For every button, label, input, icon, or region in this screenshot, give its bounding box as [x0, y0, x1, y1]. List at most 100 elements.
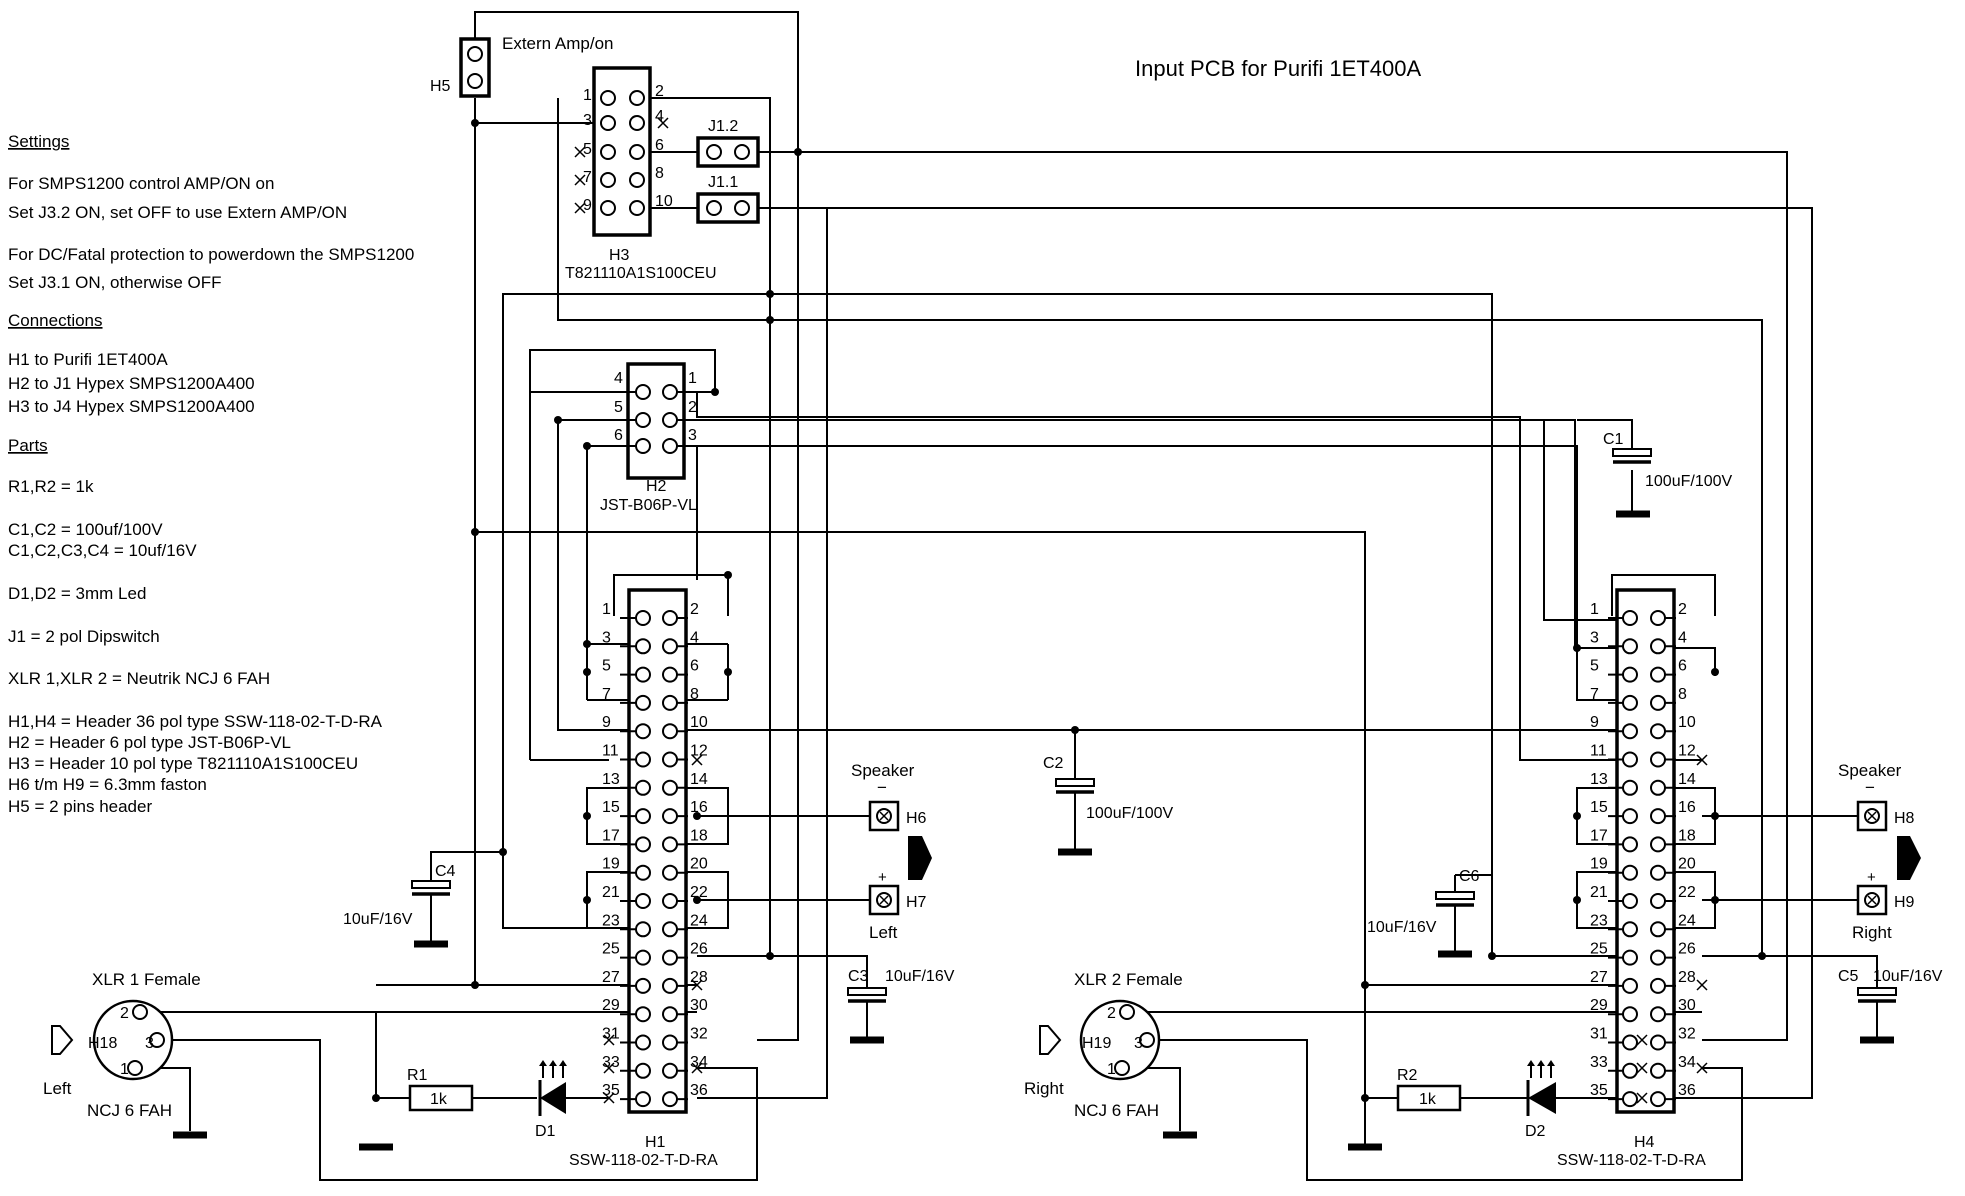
h1-pin [635, 808, 651, 825]
no-connect-mark [1696, 979, 1708, 991]
h3-pin [600, 90, 616, 106]
h1-pin-label: 10 [690, 714, 708, 731]
c6-plate-top [1435, 891, 1475, 900]
h4-pin-label: 21 [1590, 884, 1608, 901]
r2-value: 1k [1419, 1091, 1437, 1108]
j1-1-pin [706, 200, 722, 216]
c4-plate-top [411, 880, 451, 889]
settings-heading: Settings [8, 132, 69, 151]
xlr2-input: Right [1024, 1079, 1064, 1098]
junction [766, 290, 774, 298]
h1-pin-label: 34 [690, 1054, 708, 1071]
wire-h3-frame [640, 97, 771, 294]
xlr2-pin [1139, 1032, 1155, 1048]
no-connect-mark [574, 146, 586, 158]
h3-pin-label: 1 [583, 87, 592, 104]
xlr1-connector: 2 3 1 H18 XLR 1 Female NCJ 6 FAH Left [43, 970, 201, 1120]
h3-pin [600, 172, 616, 188]
no-connect-mark [1636, 1062, 1648, 1074]
h1-pin [662, 893, 678, 909]
wire-h2-5-to-h1-10 [557, 420, 609, 731]
c3-value: 10uF/16V [885, 968, 955, 985]
d1-light-rays [542, 1064, 564, 1078]
h1-pin [662, 723, 678, 740]
h4-pin-label: 1 [1590, 601, 1599, 618]
h1-pin [662, 921, 678, 938]
h8-body [1856, 800, 1888, 832]
h1-pin-label: 27 [602, 969, 620, 986]
capacitor-c5: C5 10uF/16V [1838, 968, 1943, 1044]
notes-block: Settings For SMPS1200 control AMP/ON on … [8, 132, 414, 816]
resistor-r2: 1k R2 [1396, 1067, 1462, 1112]
h1-pin [662, 977, 678, 994]
h4-pin [1650, 666, 1666, 683]
c5-ref: C5 [1838, 968, 1859, 985]
h4-pin-label: 17 [1590, 827, 1608, 844]
d2-triangle [1528, 1082, 1556, 1114]
h1-pin [635, 949, 651, 966]
h4-pin-label: 28 [1678, 969, 1696, 986]
no-connect-mark [603, 1062, 615, 1074]
xlr1-type: NCJ 6 FAH [87, 1101, 172, 1120]
junction [1488, 952, 1496, 960]
h4-pin-label: 30 [1678, 997, 1696, 1014]
xlr1-body [92, 999, 174, 1081]
h4-pin [1622, 723, 1638, 740]
h1-pin [662, 1091, 678, 1108]
xlr1-pin-label: 2 [120, 1005, 129, 1022]
junction [499, 848, 507, 856]
parts-line: H3 = Header 10 pol type T821110A1S100CEU [8, 754, 358, 773]
h5-pin [467, 73, 483, 89]
h2-pin [662, 384, 678, 400]
h1-pin-label: 7 [602, 686, 611, 703]
capacitor-c6: C6 10uF/16V [1367, 868, 1480, 958]
junction [724, 571, 732, 579]
h4-pin-label: 13 [1590, 771, 1608, 788]
h4-pin [1622, 808, 1638, 825]
h4-pin-label: 2 [1678, 601, 1687, 618]
no-connect-mark [691, 754, 703, 766]
c5-plate-top [1857, 987, 1897, 996]
h1-pin [635, 836, 651, 853]
r1-value: 1k [430, 1091, 448, 1108]
h1-pin-label: 20 [690, 856, 708, 873]
xlr1-ref: H18 [88, 1035, 117, 1052]
xlr1-pin [127, 1060, 143, 1076]
junction [583, 668, 591, 676]
h4-pin-label: 19 [1590, 856, 1608, 873]
h3-pin [629, 200, 645, 216]
d2-light-arrows [1527, 1060, 1555, 1066]
capacitor-c4: C4 10uF/16V [343, 851, 456, 948]
h4-pin [1622, 1062, 1638, 1079]
h4-pin [1650, 893, 1666, 909]
parts-line: C1,C2,C3,C4 = 10uf/16V [8, 541, 197, 560]
h4-pin [1622, 864, 1638, 881]
h4-pin [1622, 779, 1638, 796]
h6-name: Speaker [851, 761, 915, 780]
no-connect-mark [574, 202, 586, 214]
h1-pin-label: 11 [602, 743, 619, 760]
j1-2-pin [734, 144, 750, 160]
h4-pin-label: 9 [1590, 714, 1599, 731]
h1-pin-label: 13 [602, 771, 620, 788]
h7-sign: + [878, 869, 887, 886]
h3-pin [629, 144, 645, 160]
h1-pin-label: 24 [690, 912, 708, 929]
xlr1-pin [149, 1032, 165, 1048]
no-connect-mark [603, 1034, 615, 1046]
h4-pin-label: 23 [1590, 912, 1608, 929]
settings-line: Set J3.2 ON, set OFF to use Extern AMP/O… [8, 203, 347, 222]
h1-pin-label: 15 [602, 799, 620, 816]
h6-sign: − [877, 778, 887, 797]
no-connect-mark [1696, 754, 1708, 766]
h8-name: Speaker [1838, 761, 1902, 780]
capacitor-c1: C1 100uF/100V [1603, 431, 1733, 518]
h4-pin-label: 4 [1678, 629, 1687, 646]
xlr1-input: Left [43, 1079, 72, 1098]
j1-2-pin [706, 144, 722, 160]
faston-h8: Speaker − H8 [1838, 761, 1915, 832]
h1-pin [662, 610, 678, 626]
h1-pin [662, 1006, 678, 1023]
